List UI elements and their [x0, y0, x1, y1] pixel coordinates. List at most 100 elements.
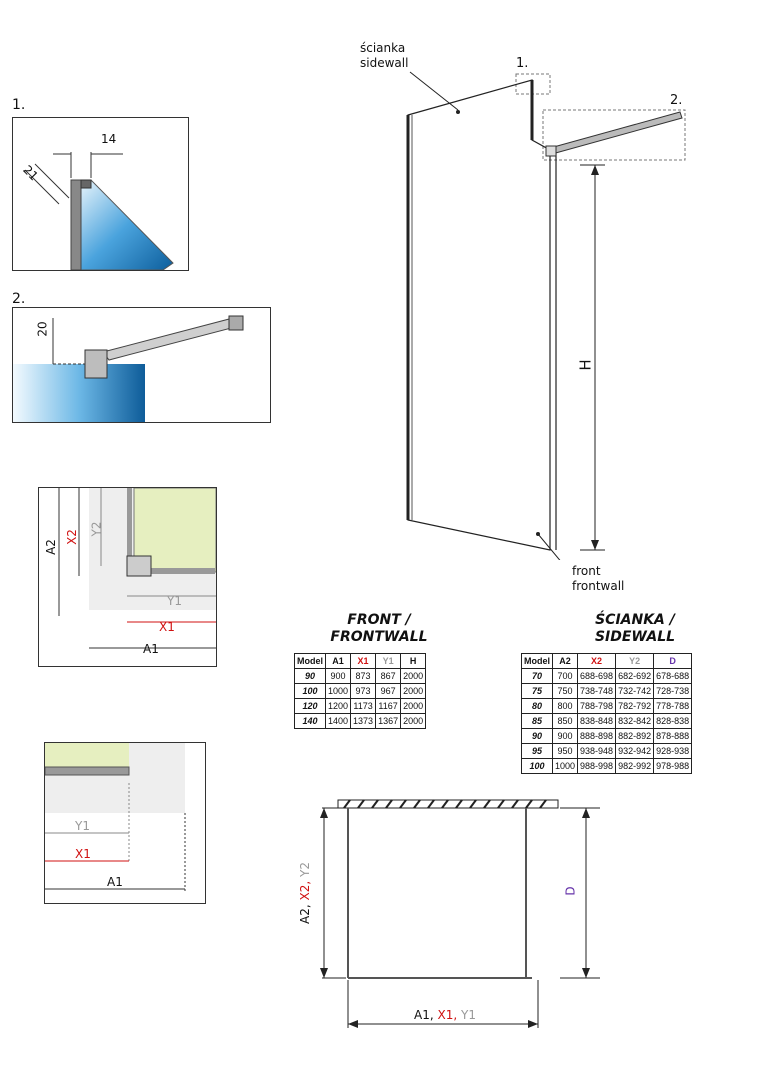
side-col-d: D [653, 653, 693, 669]
side-table-title-2: SIDEWALL [594, 629, 676, 645]
side-cell: 678-688 [653, 668, 693, 684]
front-cell: 1000 [324, 683, 352, 699]
table-row: 140 1400 1373 1367 2000 [294, 713, 427, 729]
front-cell: 120 [294, 698, 326, 714]
corner-x2-label: X2 [64, 529, 79, 545]
side-cell: 800 [551, 698, 579, 714]
front-cell: 1173 [350, 698, 377, 714]
side-cell: 878-888 [653, 728, 693, 744]
side-cell: 688-698 [577, 668, 617, 684]
table-row: 90 900 873 867 2000 [294, 668, 427, 684]
front-table-title-2: FRONTWALL [330, 629, 428, 645]
corner-y2-label: Y2 [89, 521, 104, 537]
callout-2-label: 2. [670, 93, 683, 108]
corner-plan-frame: A2 X2 Y2 Y1 X1 A1 [38, 487, 217, 667]
height-label: H [576, 359, 595, 371]
side-cell: 888-898 [577, 728, 617, 744]
front-plan-drawing [44, 743, 186, 891]
side-cell: 900 [551, 728, 579, 744]
sidewall-label-en: sidewall [360, 56, 409, 70]
front-cell: 873 [350, 668, 377, 684]
side-cell: 828-838 [653, 713, 693, 729]
front-cell: 1400 [324, 713, 352, 729]
front-col-a1: A1 [324, 653, 352, 669]
side-cell: 95 [521, 743, 553, 759]
front-plan-frame: Y1 X1 A1 [44, 742, 206, 904]
front-label-pl: front [572, 564, 601, 578]
front-cell: 1373 [350, 713, 377, 729]
corner-x1-label: X1 [159, 620, 175, 634]
plan-horizontal-label: A1, X1, Y1 [414, 1008, 476, 1022]
side-table-title: ŚCIANKA / SIDEWALL [560, 612, 710, 646]
plan-x1-label: X1, [437, 1008, 458, 1022]
side-cell: 100 [521, 758, 553, 774]
side-cell: 732-742 [615, 683, 655, 699]
front-cell: 2000 [400, 668, 427, 684]
side-cell: 85 [521, 713, 553, 729]
front-col-model: Model [294, 653, 326, 669]
dim-14: 14 [101, 132, 117, 146]
table-row: 95 950 938-948 932-942 928-938 [521, 743, 693, 759]
front-cell: 140 [294, 713, 326, 729]
front-col-x1: X1 [350, 653, 377, 669]
side-table: Model A2 X2 Y2 D 70 700 688-698 682-692 … [521, 653, 693, 774]
side-cell: 90 [521, 728, 553, 744]
table-row: 100 1000 988-998 982-992 978-988 [521, 758, 693, 774]
table-row: 70 700 688-698 682-692 678-688 [521, 668, 693, 684]
corner-plan-drawing [58, 487, 217, 649]
front-cell: 867 [375, 668, 402, 684]
side-col-y2: Y2 [615, 653, 655, 669]
side-cell: 1000 [551, 758, 579, 774]
side-table-header: Model A2 X2 Y2 D [521, 653, 693, 669]
front-x1-label: X1 [75, 847, 91, 861]
corner-a1-label: A1 [143, 642, 159, 656]
front-cell: 973 [350, 683, 377, 699]
side-cell: 682-692 [615, 668, 655, 684]
side-cell: 950 [551, 743, 579, 759]
side-table-title-1: ŚCIANKA / [595, 612, 675, 628]
plan-y2-label: Y2 [297, 862, 312, 877]
plan-x2-label: X2, [297, 880, 312, 901]
front-a1-label: A1 [107, 875, 123, 889]
side-cell: 838-848 [577, 713, 617, 729]
plan-a1-label: A1, [414, 1008, 434, 1022]
side-cell: 882-892 [615, 728, 655, 744]
table-row: 100 1000 973 967 2000 [294, 683, 427, 699]
side-cell: 850 [551, 713, 579, 729]
detail-2-frame: 20 [12, 307, 271, 423]
front-cell: 2000 [400, 713, 427, 729]
side-cell: 80 [521, 698, 553, 714]
detail-1-frame: 14 21 [12, 117, 189, 271]
corner-a2-label: A2 [43, 539, 58, 555]
front-cell: 900 [324, 668, 352, 684]
callout-1-label: 1. [516, 56, 529, 71]
side-col-a2: A2 [551, 653, 579, 669]
detail-1-label: 1. [12, 97, 26, 113]
front-cell: 2000 [400, 698, 427, 714]
front-table: Model A1 X1 Y1 H 90 900 873 867 2000 100… [294, 653, 427, 729]
side-cell: 938-948 [577, 743, 617, 759]
side-cell: 70 [521, 668, 553, 684]
side-cell: 928-938 [653, 743, 693, 759]
side-cell: 782-792 [615, 698, 655, 714]
front-cell: 1167 [375, 698, 402, 714]
front-cell: 1200 [324, 698, 352, 714]
side-col-x2: X2 [577, 653, 617, 669]
shower-3d-view [406, 71, 686, 560]
dim-20: 20 [35, 321, 50, 337]
side-cell: 778-788 [653, 698, 693, 714]
front-cell: 1367 [375, 713, 402, 729]
front-cell: 2000 [400, 683, 427, 699]
side-col-model: Model [521, 653, 553, 669]
side-cell: 932-942 [615, 743, 655, 759]
side-cell: 982-992 [615, 758, 655, 774]
front-table-header: Model A1 X1 Y1 H [294, 653, 427, 669]
top-view-plan [320, 799, 600, 1028]
corner-y1-label: Y1 [167, 594, 182, 608]
side-cell: 788-798 [577, 698, 617, 714]
side-cell: 750 [551, 683, 579, 699]
front-col-h: H [400, 653, 427, 669]
detail-1-drawing [24, 152, 174, 271]
table-row: 75 750 738-748 732-742 728-738 [521, 683, 693, 699]
table-row: 85 850 838-848 832-842 828-838 [521, 713, 693, 729]
